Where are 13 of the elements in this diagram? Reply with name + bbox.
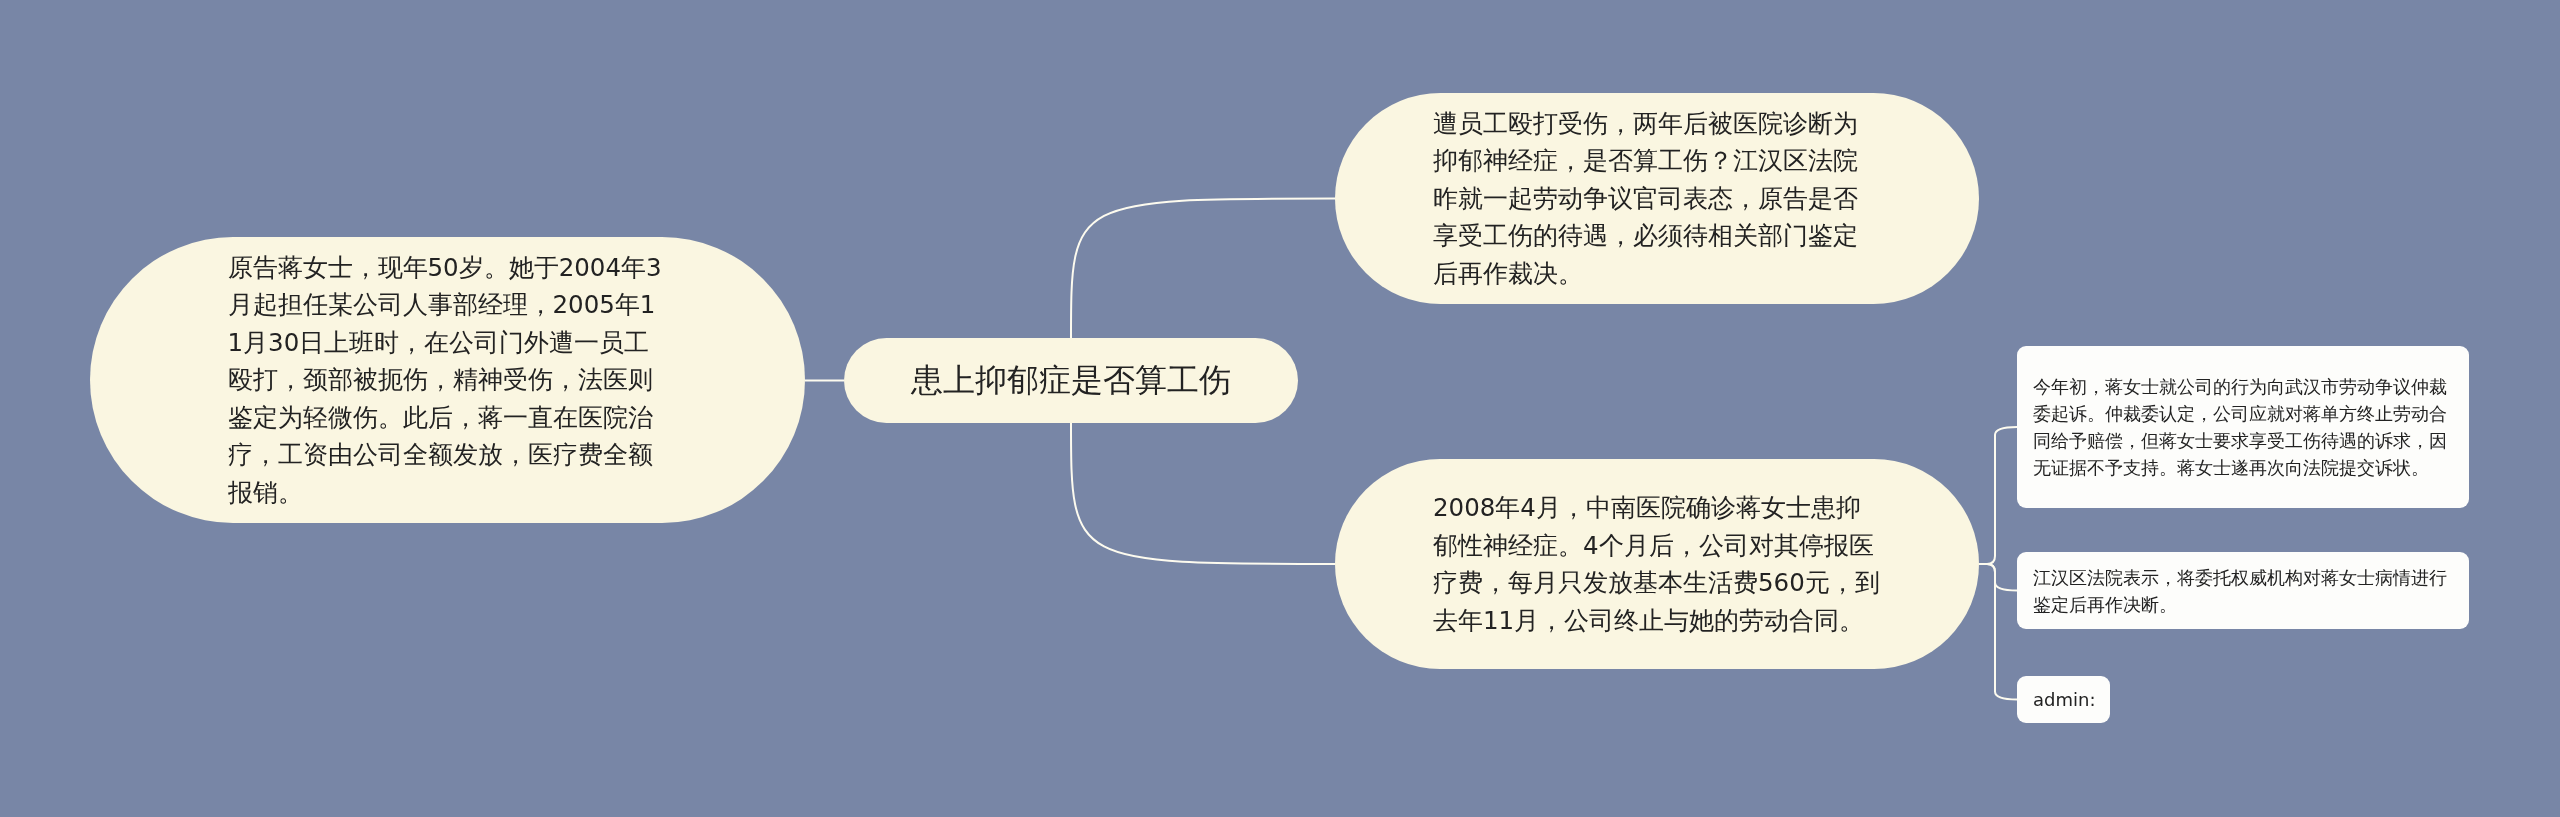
subtopic-node: [2017, 676, 2110, 723]
connector-line: [804, 379, 845, 382]
connector-line: [1070, 197, 1336, 339]
subtopic-node: [2017, 346, 2469, 508]
node-text: 原告蒋女士，现年50岁。她于2004年3月起担任某公司人事部经理，2005年11月30日上班时，在公司门外遭一员工殴打，颈部被扼伤，精神受伤，法医则鉴定为轻微伤。此后，蒋一直在医院治疗，工资由公司全额发放，医疗费全额报销。: [227, 251, 663, 509]
node-text: admin:: [2033, 688, 2096, 712]
connector-line: [1070, 422, 1336, 565]
subtopic-node: [2017, 552, 2469, 629]
node-text: 患上抑郁症是否算工伤: [911, 359, 1231, 401]
node-text: 遭员工殴打受伤，两年后被医院诊断为抑郁神经症，是否算工伤？江汉区法院昨就一起劳动争议官司表态，原告是否享受工伤的待遇，必须待相关部门鉴定后再作裁决。: [1433, 107, 1859, 290]
node-text: 江汉区法院表示，将委托权威机构对蒋女士病情进行鉴定后再作决断。: [2033, 565, 2448, 617]
node-text: 今年初，蒋女士就公司的行为向武汉市劳动争议仲裁委起诉。仲裁委认定，公司应就对蒋单方终止劳动合同给予赔偿，但蒋女士要求享受工伤待遇的诉求，因无证据不予支持。蒋女士遂再次向法院提交诉状。: [2033, 375, 2448, 480]
node-text: 2008年4月，中南医院确诊蒋女士患抑郁性神经症。4个月后，公司对其停报医疗费，每月只发放基本生活费560元，到去年11月，公司终止与她的劳动合同。: [1433, 492, 1881, 637]
